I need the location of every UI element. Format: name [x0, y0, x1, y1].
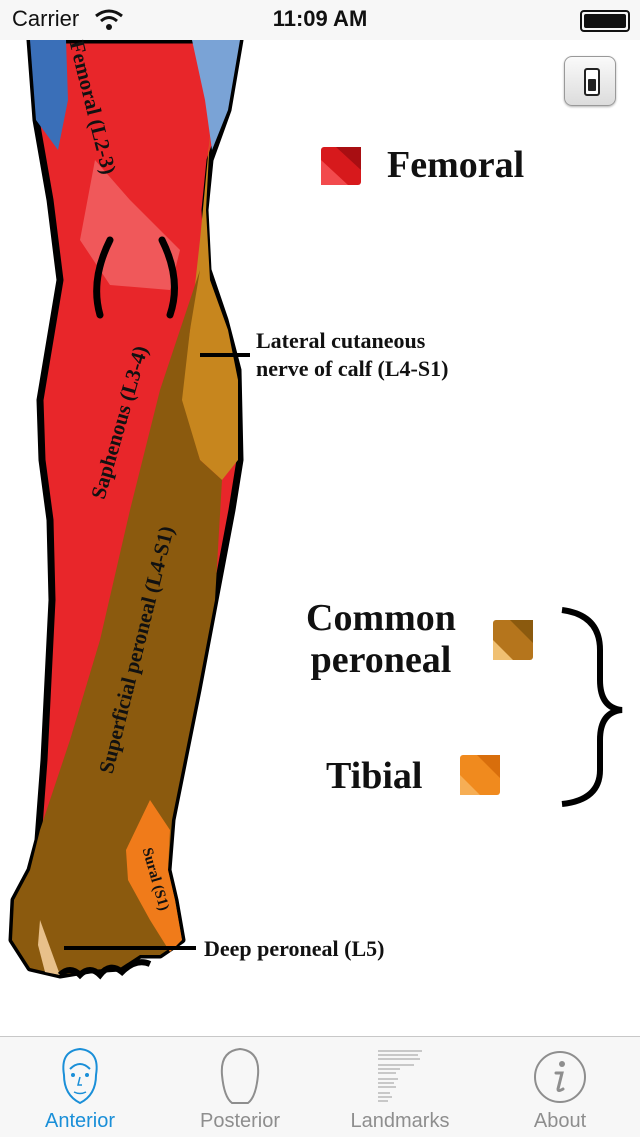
- head-back-icon: [220, 1047, 260, 1104]
- battery-icon: [580, 10, 630, 32]
- tab-posterior[interactable]: Posterior: [160, 1037, 320, 1137]
- deep-peroneal-label: Deep peroneal (L5): [204, 936, 385, 961]
- text-list-icon: [378, 1050, 422, 1102]
- nerve-map-figure: Femoral (L2-3) Saphenous (L3-4) Superfic…: [0, 36, 640, 1036]
- femoral-legend-label: Femoral: [387, 144, 525, 186]
- lateral-cutaneous-label-line1: Lateral cutaneous: [256, 328, 426, 353]
- tab-posterior-label: Posterior: [199, 1110, 281, 1132]
- common-peroneal-swatch: [493, 620, 533, 660]
- tibial-legend-label: Tibial: [326, 755, 423, 797]
- tab-anterior-label: Anterior: [44, 1110, 116, 1132]
- peroneal-legend-label: peroneal: [310, 639, 452, 681]
- status-bar: Carrier 11:09 AM: [0, 0, 640, 40]
- common-legend-label: Common: [306, 597, 456, 639]
- tab-about-label: About: [533, 1110, 587, 1132]
- tab-bar: Anterior Posterior Landmarks About: [0, 1036, 640, 1137]
- phone-rotate-icon: [584, 68, 600, 96]
- tab-about[interactable]: About: [480, 1037, 640, 1137]
- lateral-cutaneous-region: [180, 135, 238, 480]
- tab-anterior[interactable]: Anterior: [0, 1037, 160, 1137]
- lateral-cutaneous-label-line2: nerve of calf (L4-S1): [256, 356, 449, 381]
- leg-diagram: [8, 36, 623, 980]
- brace-icon: [561, 607, 623, 807]
- clock: 11:09 AM: [272, 6, 368, 31]
- tibial-swatch: [460, 755, 500, 795]
- superficial-peroneal-region: [12, 270, 222, 975]
- tab-landmarks[interactable]: Landmarks: [320, 1037, 480, 1137]
- view-toggle-button[interactable]: [564, 56, 616, 106]
- femoral-swatch: [321, 147, 361, 185]
- head-front-icon: [62, 1047, 98, 1105]
- tab-landmarks-label: Landmarks: [350, 1110, 450, 1132]
- sural-region: [126, 800, 182, 952]
- wifi-icon: [95, 9, 123, 30]
- carrier-label: Carrier: [12, 6, 80, 31]
- info-icon: [534, 1051, 586, 1103]
